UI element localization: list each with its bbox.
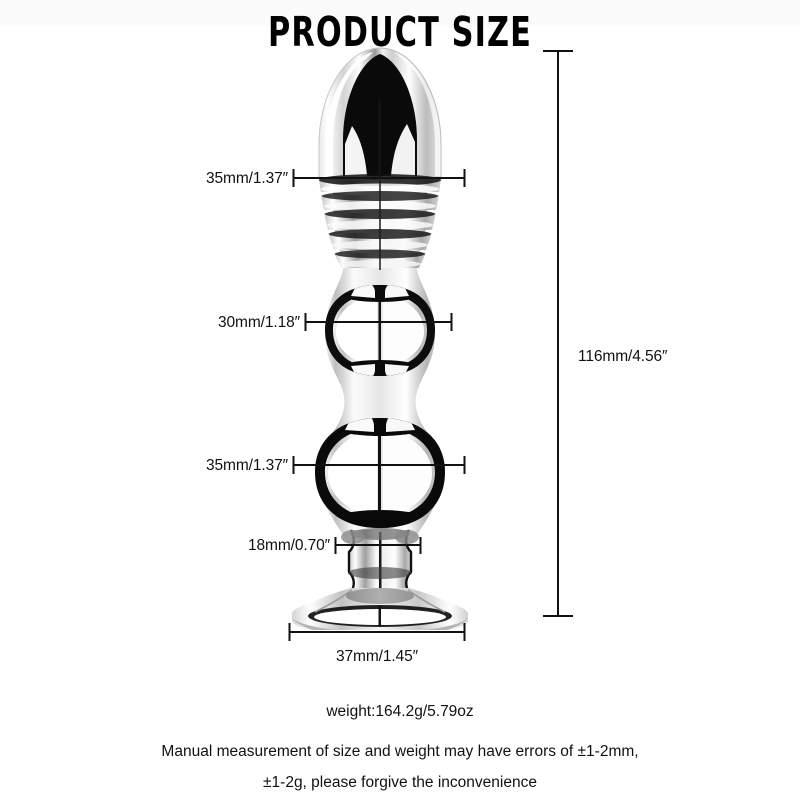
dimension-line-total-height [543, 49, 573, 618]
dimension-label-base-width: 37mm/1.45″ [335, 648, 419, 665]
dimension-label-head-width: 35mm/1.37″ [205, 170, 288, 187]
dimension-label-total-height: 116mm/4.56″ [578, 348, 668, 365]
product-upper-bead [325, 285, 435, 376]
weight-text: weight:164.2g/5.79oz [326, 703, 474, 720]
disclaimer-line-2: ±1-2g, please forgive the inconvenience [263, 774, 537, 791]
product-base [292, 588, 468, 630]
dimension-label-lower-bead-width: 35mm/1.37″ [205, 457, 288, 474]
product-lower-bead [315, 418, 445, 528]
dimension-label-neck-width: 18mm/0.70″ [247, 537, 330, 554]
dimension-label-upper-bead-width: 30mm/1.18″ [217, 314, 300, 331]
page-title: PRODUCT SIZE [268, 8, 532, 56]
product-illustration [292, 47, 468, 630]
product-ribs [319, 174, 441, 270]
disclaimer-line-1: Manual measurement of size and weight ma… [161, 743, 639, 760]
product-head [318, 47, 442, 180]
product-neck [341, 528, 419, 593]
background-band [0, 0, 800, 26]
